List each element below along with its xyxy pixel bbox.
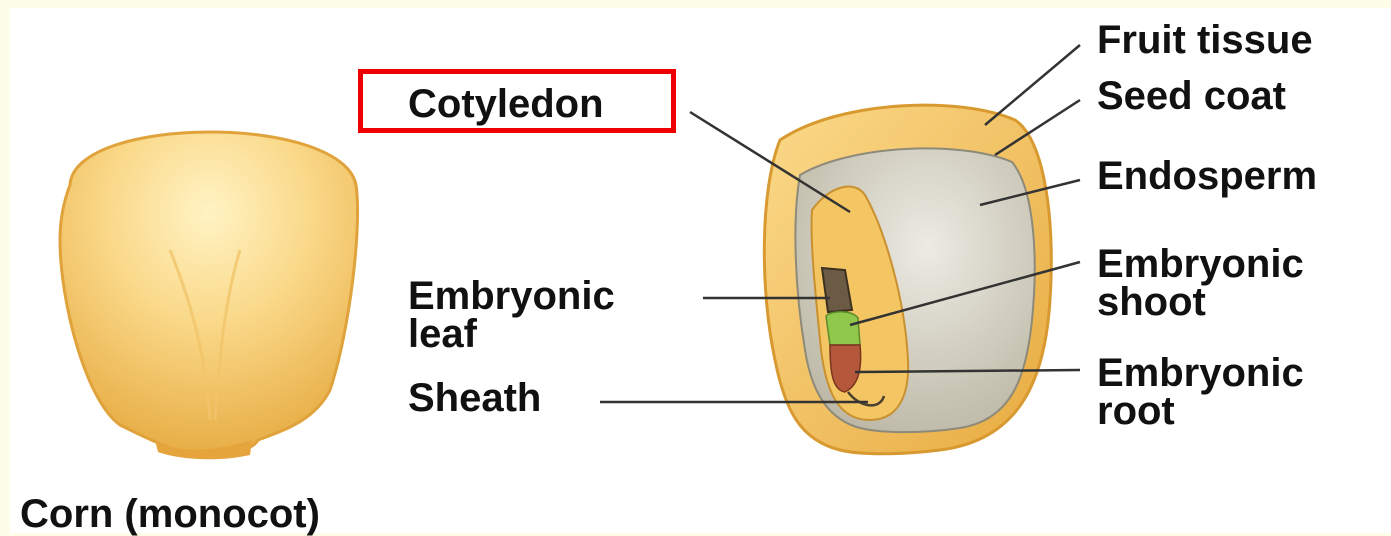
- label-embryonic-root-line1: Embryonic: [1097, 355, 1304, 391]
- embryonic-shoot-shape: [826, 312, 860, 345]
- label-embryonic-leaf-line2: leaf: [408, 316, 477, 352]
- label-embryonic-root-line2: root: [1097, 393, 1175, 429]
- label-embryonic-shoot-line2: shoot: [1097, 284, 1206, 320]
- label-sheath: Sheath: [408, 380, 541, 416]
- label-seed-coat: Seed coat: [1097, 78, 1286, 114]
- label-embryonic-shoot-line1: Embryonic: [1097, 246, 1304, 282]
- caption-corn-monocot: Corn (monocot): [20, 496, 320, 532]
- label-cotyledon: Cotyledon: [408, 86, 604, 122]
- leader-fruit-tissue: [985, 45, 1080, 125]
- label-endosperm: Endosperm: [1097, 158, 1317, 194]
- whole-corn-kernel: [60, 132, 358, 459]
- label-fruit-tissue: Fruit tissue: [1097, 22, 1313, 58]
- label-embryonic-leaf-line1: Embryonic: [408, 278, 615, 314]
